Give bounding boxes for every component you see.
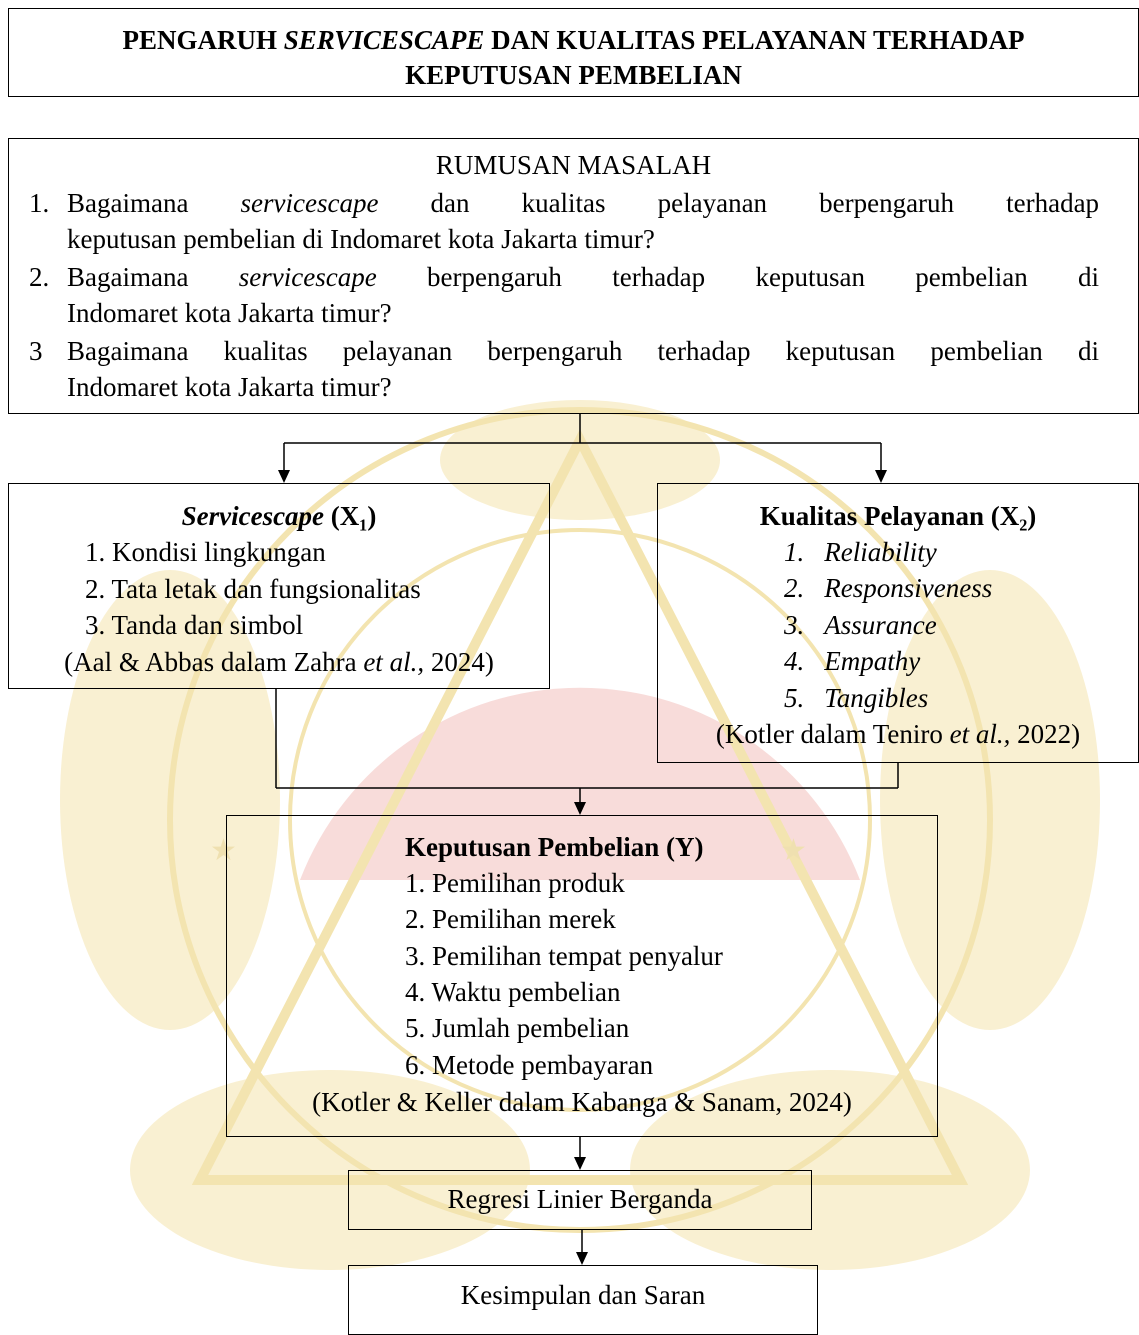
servicescape-item-3: 3. Tanda dan simbol [85, 610, 304, 640]
rumusan-masalah-box: RUMUSAN MASALAH 1. Bagaimana servicescap… [8, 138, 1139, 414]
title-line-1: PENGARUH SERVICESCAPE DAN KUALITAS PELAY… [122, 25, 1025, 55]
kualitas-pelayanan-box: Kualitas Pelayanan (X₂) 1.Reliability 2.… [657, 483, 1139, 763]
arrowhead-kesimpulan [576, 1252, 588, 1265]
question-1-line-2: keputusan pembelian di Indomaret kota Ja… [67, 224, 655, 254]
keputusan-item-1: 1. Pemilihan produk [405, 868, 625, 898]
rumusan-heading: RUMUSAN MASALAH [435, 150, 712, 180]
arrowhead-x2 [875, 470, 887, 483]
keputusan-item-6: 6. Metode pembayaran [405, 1050, 654, 1080]
kualitas-item-2: 2.Responsiveness [784, 573, 993, 603]
question-3: 3 Bagaimana kualitas pelayanan berpengar… [29, 333, 1099, 405]
question-2-line-1: Bagaimana servicescape berpengaruh terha… [67, 262, 1100, 292]
keputusan-item-5: 5. Jumlah pembelian [405, 1013, 630, 1043]
kualitas-source: (Kotler dalam Teniro et al., 2022) [715, 719, 1081, 749]
keputusan-pembelian-box: Keputusan Pembelian (Y) 1. Pemilihan pro… [226, 815, 938, 1137]
question-1-number: 1. [29, 188, 50, 218]
title-line-2: KEPUTUSAN PEMBELIAN [405, 60, 742, 90]
kualitas-item-1: 1.Reliability [784, 537, 937, 567]
servicescape-item-2: 2. Tata letak dan fungsionalitas [85, 574, 421, 604]
arrowhead-x1 [278, 470, 290, 483]
kesimpulan-box: Kesimpulan dan Saran [348, 1265, 818, 1335]
question-3-number: 3 [29, 336, 43, 366]
keputusan-item-4: 4. Waktu pembelian [405, 977, 621, 1007]
question-2: 2. Bagaimana servicescape berpengaruh te… [29, 259, 1099, 331]
servicescape-title: Servicescape (X₁) [181, 501, 377, 531]
kesimpulan-label: Kesimpulan dan Saran [460, 1280, 706, 1310]
question-3-line-1: Bagaimana kualitas pelayanan berpengaruh… [67, 336, 1099, 366]
servicescape-source: (Aal & Abbas dalam Zahra et al., 2024) [64, 647, 494, 677]
regresi-label: Regresi Linier Berganda [447, 1184, 713, 1214]
kualitas-item-5: 5.Tangibles [784, 683, 929, 713]
keputusan-title: Keputusan Pembelian (Y) [405, 832, 704, 862]
question-3-line-2: Indomaret kota Jakarta timur? [67, 372, 392, 402]
question-1: 1. Bagaimana servicescape dan kualitas p… [29, 185, 1099, 257]
arrowhead-y [574, 802, 586, 815]
keputusan-item-3: 3. Pemilihan tempat penyalur [405, 941, 723, 971]
kualitas-title: Kualitas Pelayanan (X₂) [759, 501, 1037, 531]
servicescape-box: Servicescape (X₁) 1. Kondisi lingkungan … [8, 483, 550, 689]
regresi-box: Regresi Linier Berganda [348, 1170, 812, 1230]
keputusan-item-2: 2. Pemilihan merek [405, 904, 616, 934]
servicescape-item-1: 1. Kondisi lingkungan [85, 537, 326, 567]
kualitas-item-4: 4.Empathy [784, 646, 921, 676]
question-1-line-1: Bagaimana servicescape dan kualitas pela… [67, 188, 1100, 218]
keputusan-source: (Kotler & Keller dalam Kabanga & Sanam, … [312, 1087, 852, 1117]
question-2-line-2: Indomaret kota Jakarta timur? [67, 298, 392, 328]
kualitas-item-3: 3.Assurance [784, 610, 937, 640]
question-2-number: 2. [29, 262, 50, 292]
arrowhead-regresi [574, 1157, 586, 1170]
title-box: PENGARUH SERVICESCAPE DAN KUALITAS PELAY… [8, 8, 1139, 97]
